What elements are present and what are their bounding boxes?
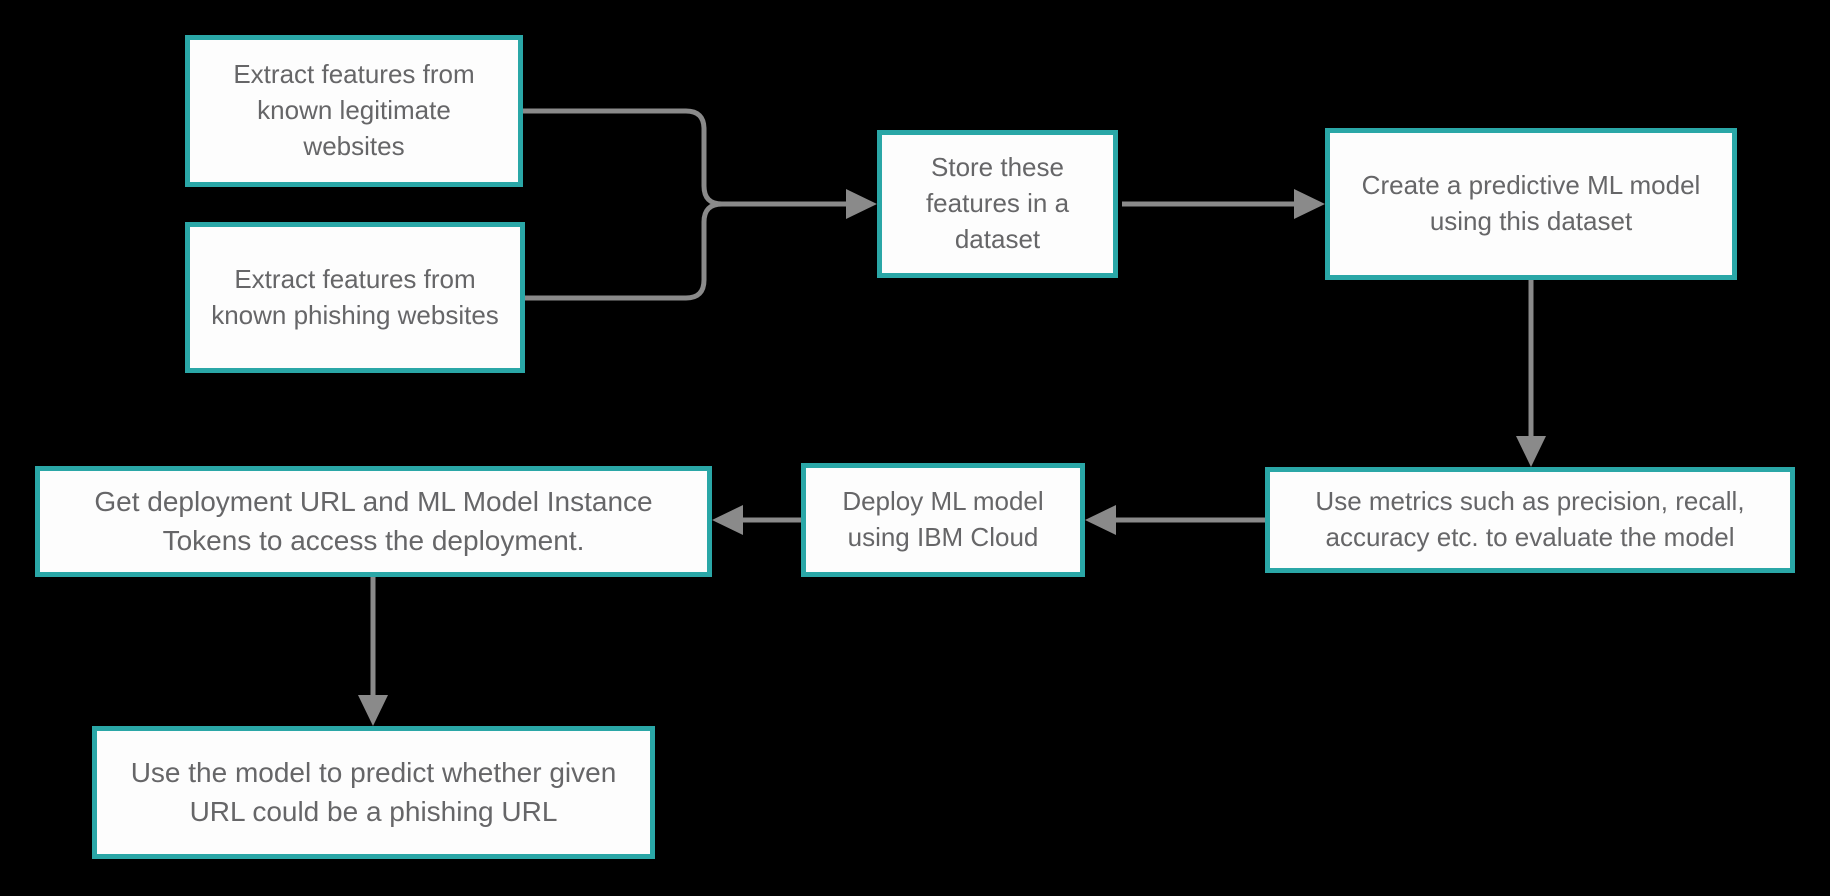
connector-legitimate-to-merge (523, 108, 723, 207)
connector-evaluate-to-deploy (1085, 505, 1265, 535)
connector-deploy-to-get (712, 505, 801, 535)
connector-create-to-evaluate (1516, 280, 1546, 467)
connector-phishing-to-merge (525, 201, 723, 301)
node-extract-phishing-features: Extract features from known phishing web… (185, 222, 525, 373)
node-deploy-ibm-cloud: Deploy ML model using IBM Cloud (801, 463, 1085, 577)
node-store-features-dataset: Store these features in a dataset (877, 130, 1118, 278)
connector-merge-to-store (722, 189, 877, 219)
node-get-deployment-url-tokens: Get deployment URL and ML Model Instance… (35, 466, 712, 577)
node-create-ml-model: Create a predictive ML model using this … (1325, 128, 1737, 280)
node-extract-legitimate-features: Extract features from known legitimate w… (185, 35, 523, 187)
connector-get-to-predict (358, 577, 388, 726)
connector-store-to-create (1122, 189, 1325, 219)
node-predict-phishing-url: Use the model to predict whether given U… (92, 726, 655, 859)
node-evaluate-model-metrics: Use metrics such as precision, recall, a… (1265, 467, 1795, 573)
